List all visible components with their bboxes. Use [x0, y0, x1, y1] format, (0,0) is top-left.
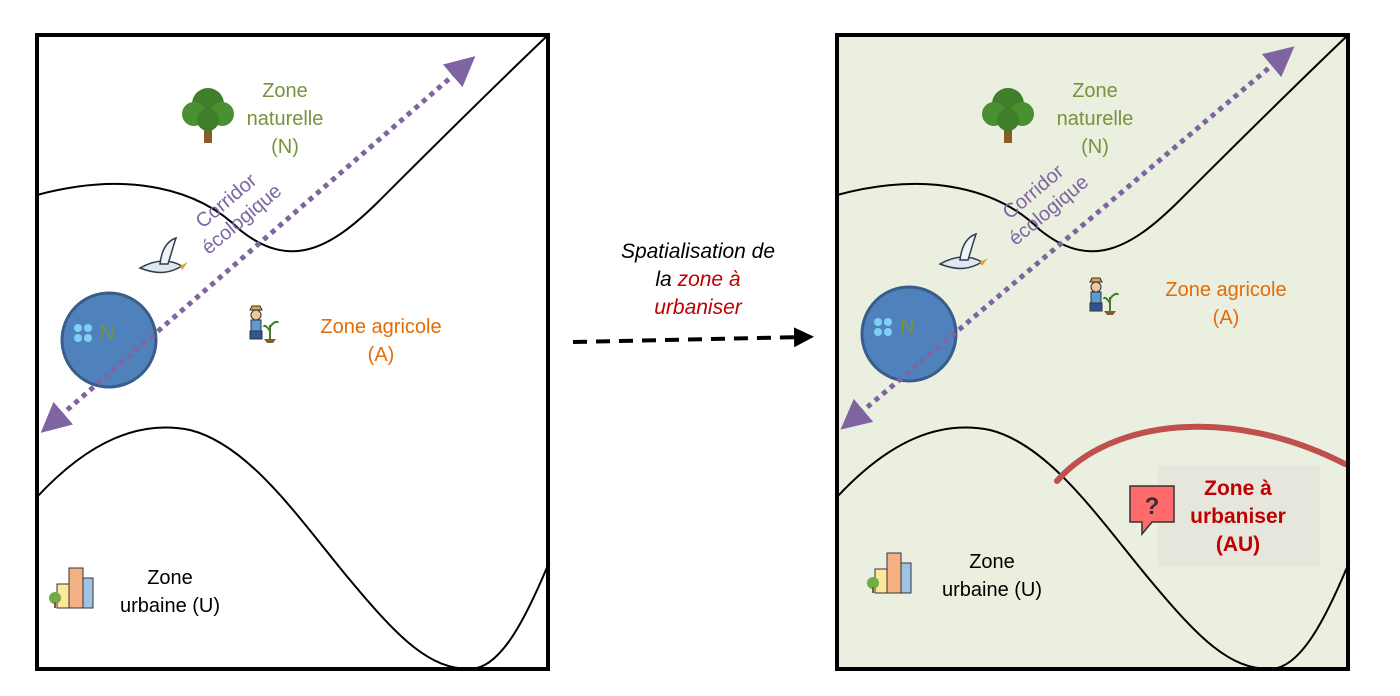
- transition-line2-prefix: la: [655, 268, 678, 291]
- bird-icon: [938, 232, 988, 270]
- transition-line3: urbaniser: [654, 296, 742, 319]
- left-map: N Corridor écologique: [35, 33, 550, 671]
- water-label-right: N: [900, 316, 914, 338]
- transition-arrow: [572, 327, 814, 348]
- urban-zone-line1: Zone: [969, 551, 1015, 573]
- right-map: N Corridor écologique: [835, 33, 1350, 671]
- natural-zone-line1: Zone: [1072, 80, 1118, 102]
- agricultural-zone-line1: Zone agricole: [1165, 279, 1287, 301]
- natural-zone-line2: naturelle: [1056, 108, 1134, 130]
- urban-zone-line2: urbaine (U): [941, 579, 1043, 601]
- to-urbanize-line2: urbaniser: [1190, 505, 1286, 528]
- transition-line2: la zone à: [583, 266, 813, 294]
- water-body-right: N: [860, 285, 958, 383]
- city-icon: [867, 552, 912, 594]
- urban-zone-line1: Zone: [147, 567, 193, 589]
- to-urbanize-zone-label: Zone à urbaniser (AU): [1178, 475, 1298, 559]
- ecological-corridor-arrow: [40, 56, 476, 433]
- to-urbanize-label-box: [1158, 466, 1320, 566]
- natural-zone-line3: (N): [1081, 136, 1109, 158]
- ecological-corridor-arrow-right: [840, 46, 1295, 430]
- natural-zone-line2: naturelle: [246, 108, 324, 130]
- left-map-frame: [35, 33, 550, 671]
- to-urbanize-line1: Zone à: [1204, 477, 1272, 500]
- farmer-icon: [249, 305, 279, 343]
- water-label: N: [100, 322, 114, 344]
- urban-zone-label: Zone urbaine (U): [100, 564, 240, 620]
- urban-zone-label-right: Zone urbaine (U): [922, 548, 1062, 604]
- natural-zone-label: Zone naturelle (N): [230, 77, 340, 161]
- natural-zone-line3: (N): [271, 136, 299, 158]
- transition-line1: Spatialisation de: [620, 240, 776, 263]
- agricultural-zone-label-right: Zone agricole (A): [1143, 276, 1309, 332]
- transition-label: Spatialisation de la zone à urbaniser: [583, 238, 813, 322]
- agricultural-zone-label: Zone agricole (A): [298, 313, 464, 369]
- agricultural-zone-line2: (A): [367, 344, 395, 366]
- agricultural-zone-line2: (A): [1212, 307, 1240, 329]
- urban-zone-line2: urbaine (U): [119, 595, 221, 617]
- farmer-icon: [1089, 277, 1119, 315]
- water-body: N: [60, 291, 158, 389]
- natural-zone-line1: Zone: [262, 80, 308, 102]
- question-mark: ?: [1145, 493, 1160, 520]
- to-urbanize-line3: (AU): [1215, 533, 1261, 556]
- city-icon: [49, 567, 94, 609]
- agricultural-zone-line1: Zone agricole: [320, 316, 442, 338]
- transition-line2-highlight: zone à: [677, 268, 741, 291]
- question-bubble-icon: ?: [1129, 485, 1175, 537]
- bird-icon: [138, 236, 188, 274]
- right-map-frame: [835, 33, 1350, 671]
- natural-zone-label-right: Zone naturelle (N): [1040, 77, 1150, 161]
